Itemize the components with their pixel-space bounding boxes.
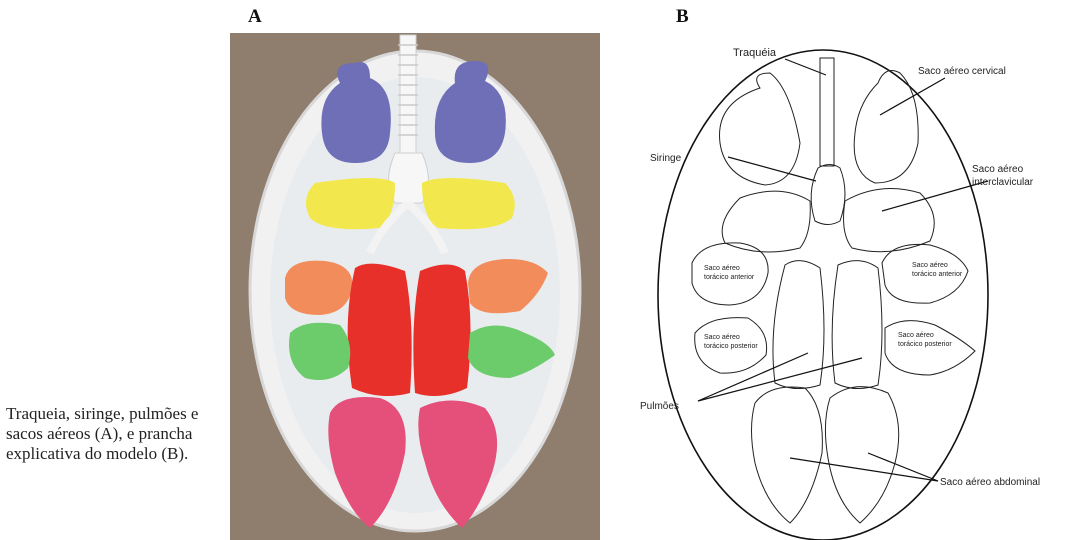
label-toracico-anterior-left-1: Saco aéreo <box>704 265 740 272</box>
lung-left <box>348 264 412 396</box>
diagram-cervical-left <box>720 73 801 185</box>
anterior-thoracic-sac-left <box>285 261 352 315</box>
posterior-thoracic-sac-left <box>289 323 350 380</box>
syrinx <box>389 153 429 203</box>
label-abdominal: Saco aéreo abdominal <box>940 477 1040 488</box>
explanatory-diagram: Traquéia Saco aéreo cervical Siringe Sac… <box>630 33 1068 540</box>
label-traqueia: Traquéia <box>733 47 777 59</box>
diagram-abdominal-right <box>825 387 898 523</box>
label-toracico-anterior-left-2: torácico anterior <box>704 274 755 281</box>
label-toracico-posterior-left-1: Saco aéreo <box>704 334 740 341</box>
diagram-cervical-right <box>854 71 918 183</box>
label-siringe: Siringe <box>650 153 682 164</box>
figure-caption: Traqueia, siringe, pulmões e sacos aéreo… <box>6 404 216 464</box>
label-interclavicular-1: Saco aéreo <box>972 164 1024 175</box>
diagram-lung-right <box>832 261 882 389</box>
label-pulmoes: Pulmões <box>640 401 679 412</box>
diagram-trachea <box>820 58 834 166</box>
label-cervical: Saco aéreo cervical <box>918 66 1006 77</box>
label-toracico-posterior-right-2: torácico posterior <box>898 341 952 348</box>
diagram-abdominal-left <box>752 387 823 523</box>
diagram-syrinx <box>811 165 845 225</box>
label-toracico-posterior-left-2: torácico posterior <box>704 343 758 350</box>
panel-a-label: A <box>248 6 262 28</box>
label-toracico-anterior-right-2: torácico anterior <box>912 271 963 278</box>
diagram-interclavicular-right <box>844 189 935 252</box>
interclavicular-sac-right <box>422 178 515 229</box>
interclavicular-sac-left <box>306 178 395 229</box>
diagram-structures <box>692 58 975 523</box>
label-toracico-posterior-right-1: Saco aéreo <box>898 332 934 339</box>
panel-b-label: B <box>676 6 689 28</box>
label-toracico-anterior-right-1: Saco aéreo <box>912 262 948 269</box>
label-interclavicular-2: interclavicular <box>972 177 1034 188</box>
lung-right <box>413 265 470 397</box>
leader-lines <box>698 59 988 481</box>
model-photo <box>230 33 600 540</box>
